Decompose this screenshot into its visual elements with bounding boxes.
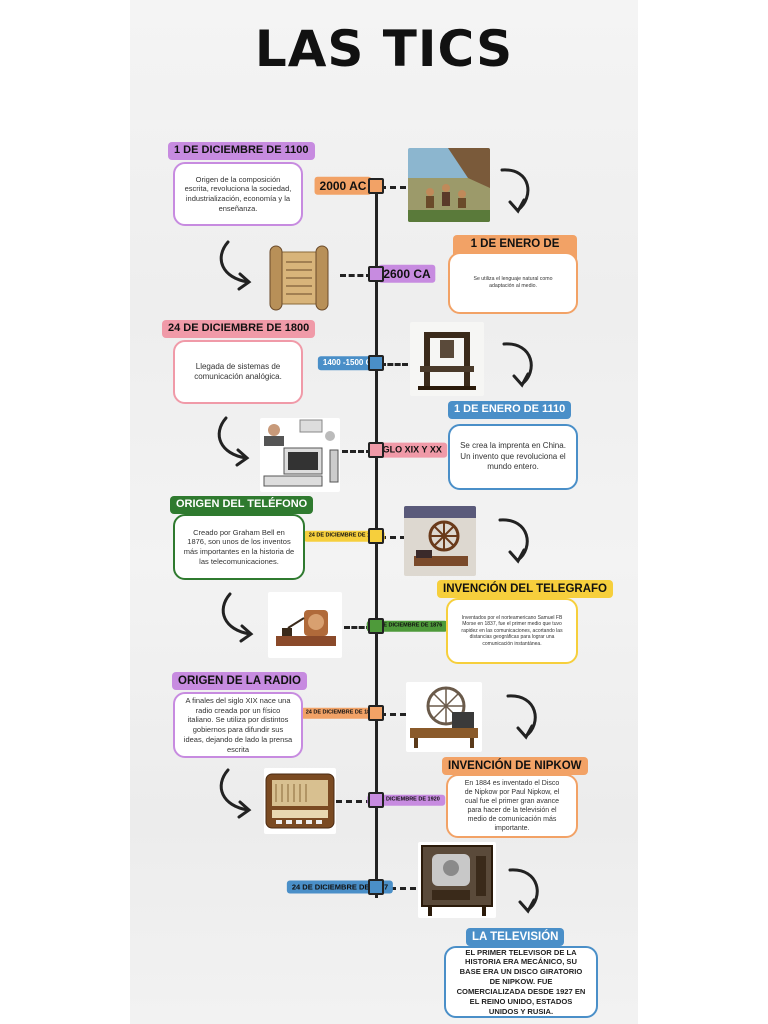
connector xyxy=(380,536,406,539)
event-heading: LA TELEVISIÓN xyxy=(466,928,565,947)
timeline-date-1876: 24 DE DICIEMBRE DE 1876 xyxy=(366,620,448,632)
event-card: Inventados por el norteamericano Samuel … xyxy=(446,598,578,664)
timeline-node xyxy=(368,528,384,544)
connector xyxy=(340,274,372,277)
radio-wheel-image xyxy=(406,682,482,752)
event-text: Se utiliza el lenguaje natural como adap… xyxy=(473,276,553,289)
timeline-node xyxy=(368,879,384,895)
timeline-date-1837: 24 DE DICIEMBRE DE 1837 xyxy=(303,530,385,542)
connector xyxy=(380,363,408,366)
curved-arrow-icon xyxy=(502,342,533,388)
curved-arrow-icon xyxy=(508,868,539,914)
event-heading: INVENCIÓN DEL TELEGRAFO xyxy=(437,580,613,599)
timeline-node xyxy=(368,355,384,371)
curved-arrow-icon xyxy=(506,694,537,740)
computer-image xyxy=(260,418,340,492)
curved-arrow-icon xyxy=(498,518,529,564)
event-heading: 1 DE DICIEMBRE DE 1100 xyxy=(168,142,315,160)
event-text: En 1884 es inventado el Disco de Nipkow … xyxy=(464,779,560,833)
curved-arrow-icon xyxy=(219,768,252,819)
event-text: A finales del siglo XIX nace una radio c… xyxy=(183,695,293,754)
timeline-date-1920: 1 DE DICIEMBRE DE 1920 xyxy=(367,794,445,806)
cave-people-image xyxy=(408,148,490,222)
event-heading: INVENCIÓN DE NIPKOW xyxy=(442,757,588,776)
connector xyxy=(342,450,372,453)
event-text: Inventados por el norteamericano Samuel … xyxy=(461,614,563,647)
event-text: EL PRIMER TELEVISOR DE LA HISTORIA ERA M… xyxy=(456,947,586,1016)
timeline-date-1927: 24 DE DICIEMBRE DE 1927 xyxy=(286,880,394,894)
event-card: Se crea la imprenta en China. Un invento… xyxy=(448,424,578,490)
connector xyxy=(380,186,406,189)
timeline-node xyxy=(368,178,384,194)
event-heading: 1 DE ENERO DE 1110 xyxy=(448,401,572,419)
event-card: Origen de la composición escrita, revolu… xyxy=(173,162,303,226)
vintage-radio-image xyxy=(264,768,336,834)
curved-arrow-icon xyxy=(221,592,254,643)
timeline-date-2000ac: 2000 AC xyxy=(314,176,372,196)
scroll-image xyxy=(260,242,338,314)
event-card: En 1884 es inventado el Disco de Nipkow … xyxy=(446,774,578,838)
connector xyxy=(380,713,406,716)
event-heading: ORIGEN DE LA RADIO xyxy=(172,672,307,691)
connector xyxy=(380,887,416,890)
curved-arrow-icon xyxy=(217,416,250,467)
curved-arrow-icon xyxy=(219,240,252,291)
event-heading: ORIGEN DEL TELÉFONO xyxy=(170,496,314,514)
timeline-node xyxy=(368,705,384,721)
timeline-node xyxy=(368,618,384,634)
infographic-poster: LAS TICS 2000 AC 2600 CA 1400 -1500 CC S… xyxy=(130,0,638,1024)
timeline-node xyxy=(368,442,384,458)
page-title: LAS TICS xyxy=(254,20,514,78)
printing-press-image xyxy=(410,322,484,396)
television-image xyxy=(418,842,496,918)
event-card: Creado por Graham Bell en 1876, son unos… xyxy=(173,514,305,580)
timeline-date-siglo-xix: SIGLO XIX Y XX xyxy=(369,442,447,458)
telegraph-wheel-image xyxy=(404,506,476,576)
connector xyxy=(336,800,372,803)
event-text: Se crea la imprenta en China. Un invento… xyxy=(460,441,566,472)
event-card: EL PRIMER TELEVISOR DE LA HISTORIA ERA M… xyxy=(444,946,598,1018)
connector xyxy=(344,626,372,629)
event-heading: 24 DE DICIEMBRE DE 1800 xyxy=(162,320,316,338)
event-text: Llegada de sistemas de comunicación anal… xyxy=(194,361,282,381)
event-text: Origen de la composición escrita, revolu… xyxy=(184,174,292,213)
event-text: Creado por Graham Bell en 1876, son unos… xyxy=(183,527,295,566)
timeline-date-1884: 24 DE DICIEMBRE DE 1884 xyxy=(300,707,382,719)
telephone-device-image xyxy=(268,592,342,658)
curved-arrow-icon xyxy=(500,168,530,214)
event-card: Llegada de sistemas de comunicación anal… xyxy=(173,340,303,404)
timeline-date-2600ca: 2600 CA xyxy=(378,264,436,284)
timeline-node xyxy=(368,266,384,282)
timeline-node xyxy=(368,792,384,808)
timeline-date-1400-1500: 1400 -1500 CC xyxy=(317,356,383,370)
event-card: A finales del siglo XIX nace una radio c… xyxy=(173,692,303,758)
event-card: Se utiliza el lenguaje natural como adap… xyxy=(448,252,578,314)
